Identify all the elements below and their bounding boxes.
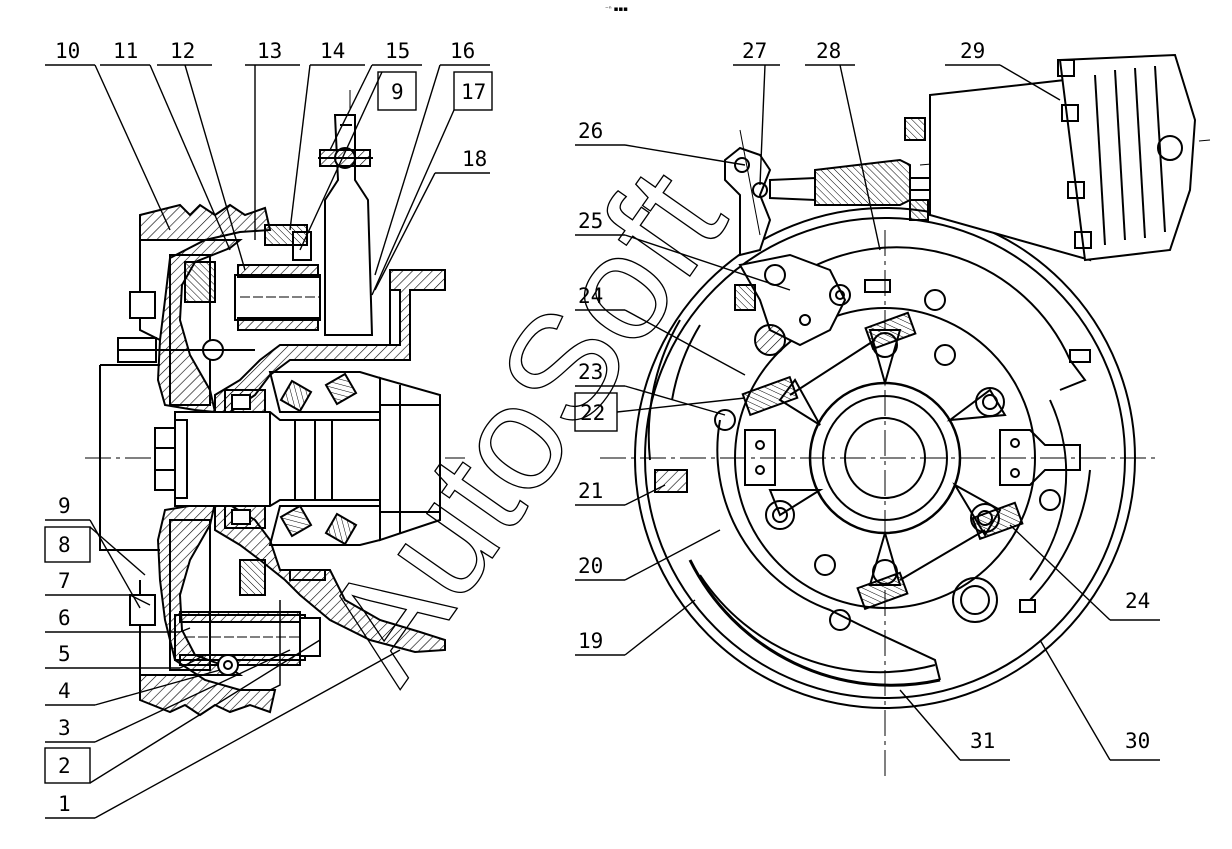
callout-30: 30 [1125, 729, 1150, 753]
callout-8: 8 [58, 533, 71, 557]
callout-1: 1 [58, 792, 71, 816]
callout-25: 25 [578, 209, 603, 233]
left-leaders [44, 64, 493, 819]
right-leaders [574, 64, 1160, 761]
callout-24-top: 24 [578, 284, 603, 308]
callout-12: 12 [170, 39, 195, 63]
top-caption: ⁻ⁿ ▪▪▪ [605, 5, 628, 13]
callout-9-bottom: 9 [58, 494, 71, 518]
callout-19: 19 [578, 629, 603, 653]
callout-24-bottom: 24 [1125, 589, 1150, 613]
callout-2: 2 [58, 754, 71, 778]
callout-14: 14 [320, 39, 345, 63]
callout-26: 26 [578, 119, 603, 143]
callout-4: 4 [58, 679, 71, 703]
callout-3: 3 [58, 716, 71, 740]
callout-6: 6 [58, 606, 71, 630]
callout-15: 15 [385, 39, 410, 63]
callout-28: 28 [816, 39, 841, 63]
callout-9-top: 9 [391, 80, 404, 104]
callout-21: 21 [578, 479, 603, 503]
callout-27: 27 [742, 39, 767, 63]
callout-7: 7 [58, 569, 71, 593]
hub-section-view [85, 90, 465, 717]
brake-front-view [600, 53, 1211, 780]
callout-31: 31 [970, 729, 995, 753]
left-label-texts: 10 11 12 13 14 15 16 9 17 18 9 8 7 6 5 4… [55, 39, 487, 816]
callout-22: 22 [580, 401, 605, 425]
right-label-texts: 27 28 29 26 25 24 23 22 21 20 19 24 31 3… [578, 39, 1150, 753]
callout-18: 18 [462, 147, 487, 171]
callout-16: 16 [450, 39, 475, 63]
callout-20: 20 [578, 554, 603, 578]
callout-17: 17 [461, 80, 486, 104]
callout-23: 23 [578, 360, 603, 384]
callout-29: 29 [960, 39, 985, 63]
callout-5: 5 [58, 642, 71, 666]
callout-11: 11 [113, 39, 138, 63]
callout-13: 13 [257, 39, 282, 63]
callout-10: 10 [55, 39, 80, 63]
